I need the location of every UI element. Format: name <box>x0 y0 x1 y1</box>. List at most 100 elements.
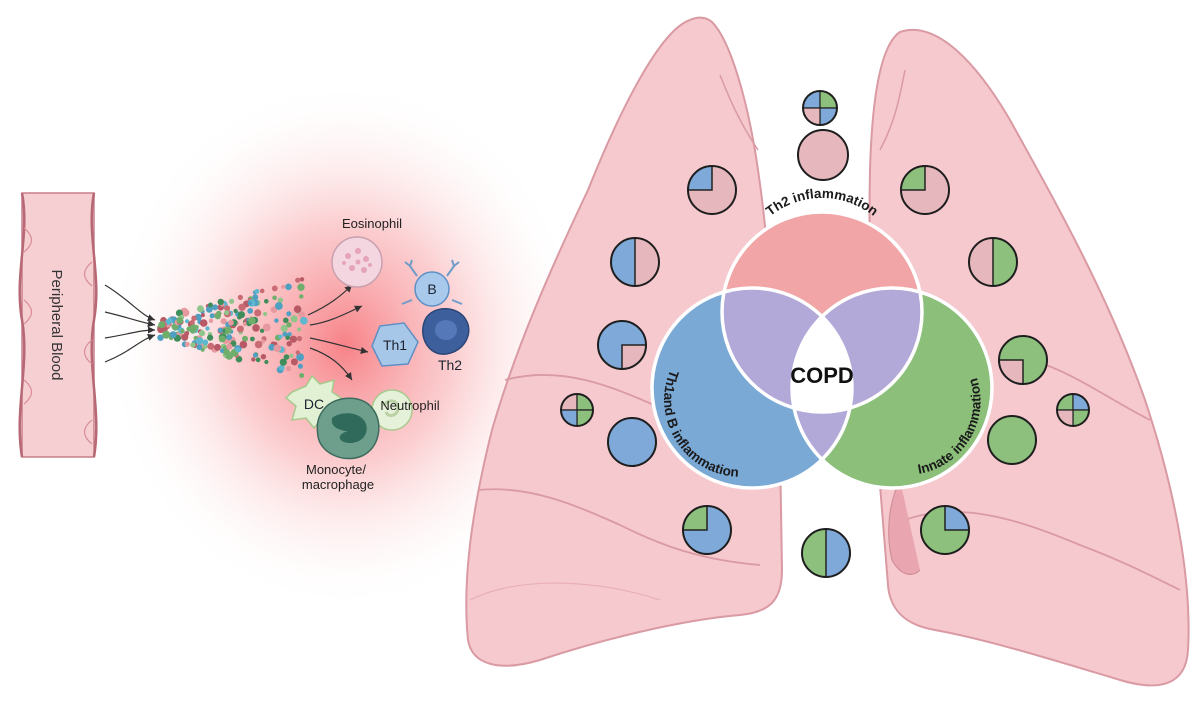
particle <box>285 283 292 291</box>
particle <box>263 311 268 317</box>
particle <box>289 353 294 358</box>
cell-composition-pies <box>560 90 1090 578</box>
composition-pie <box>1056 393 1090 427</box>
particle <box>270 306 278 314</box>
particle <box>272 295 277 301</box>
particle <box>202 339 209 346</box>
particle <box>280 324 288 332</box>
particle <box>286 311 292 317</box>
pie-outline <box>682 505 732 555</box>
pie-fill <box>988 416 1036 464</box>
particle <box>275 302 283 310</box>
composition-pie <box>987 415 1037 465</box>
pie-outline <box>687 165 737 215</box>
particle <box>254 309 262 317</box>
particle <box>290 315 298 323</box>
pie-outline <box>802 90 838 126</box>
particle <box>250 336 255 342</box>
particle <box>299 316 308 325</box>
particle <box>262 323 271 332</box>
particle <box>224 305 231 312</box>
composition-pie <box>682 505 732 555</box>
particle <box>214 343 221 351</box>
particle <box>278 334 283 339</box>
particle <box>252 294 259 301</box>
composition-pie <box>998 335 1048 385</box>
th1-label: Th1 <box>383 337 407 353</box>
circulating-cell-particles <box>157 277 308 378</box>
particle <box>299 373 305 378</box>
pie-outline <box>610 237 660 287</box>
composition-pie <box>968 237 1018 287</box>
particle <box>297 283 305 291</box>
pie-outline <box>797 129 849 181</box>
neutrophil-label: Neutrophil <box>380 398 439 413</box>
particle <box>233 308 238 314</box>
copd-label: COPD <box>790 363 854 388</box>
pie-outline <box>900 165 950 215</box>
particle <box>296 353 304 361</box>
particle <box>297 363 303 369</box>
particle <box>282 331 288 337</box>
particle <box>271 285 278 292</box>
particle <box>218 335 226 343</box>
particle <box>237 294 243 300</box>
pie-outline <box>1056 393 1090 427</box>
particle <box>239 340 248 349</box>
b-cell-label: B <box>427 281 436 297</box>
particle <box>289 335 297 343</box>
particle <box>226 343 233 350</box>
particle <box>283 317 289 324</box>
particle <box>290 358 298 366</box>
pie-half-right <box>826 529 850 577</box>
particles-to-cells-arrows <box>307 284 369 381</box>
particle <box>214 312 221 320</box>
pie-half-right <box>635 238 659 286</box>
particle <box>259 288 265 294</box>
particle <box>207 342 215 350</box>
particle <box>225 326 232 334</box>
th1-cell: Th1 <box>371 322 419 367</box>
particle <box>236 325 244 333</box>
particle <box>205 305 213 313</box>
particle <box>208 302 213 308</box>
particle <box>191 315 197 321</box>
particle <box>248 317 256 325</box>
particle <box>299 277 305 282</box>
pie-outline <box>801 528 851 578</box>
particle <box>260 354 267 360</box>
particle <box>220 318 227 325</box>
particle <box>190 319 195 325</box>
particle <box>283 354 290 360</box>
pie-sector <box>999 360 1023 384</box>
composition-pie <box>920 505 970 555</box>
pie-outline <box>987 415 1037 465</box>
particle <box>242 335 248 342</box>
pie-sector <box>945 506 969 530</box>
particle <box>175 309 183 317</box>
particle <box>184 341 190 347</box>
particle <box>277 297 284 303</box>
composition-pie <box>597 320 647 370</box>
particle <box>238 303 246 311</box>
particle <box>223 349 230 356</box>
particle <box>252 352 258 358</box>
pie-outline <box>920 505 970 555</box>
pie-outline <box>560 393 594 427</box>
particle <box>197 305 204 313</box>
pie-sector <box>901 166 925 190</box>
pie-outline <box>968 237 1018 287</box>
composition-pie <box>687 165 737 215</box>
particle <box>158 321 166 329</box>
particle <box>247 308 254 314</box>
particle <box>285 335 291 341</box>
particle <box>279 364 285 371</box>
particle <box>205 326 210 331</box>
pie-half-left <box>802 529 826 577</box>
th2-cell: Th2 <box>422 308 470 373</box>
particle <box>190 342 196 348</box>
particle <box>169 331 177 339</box>
particle <box>242 321 248 327</box>
particle <box>209 313 215 319</box>
pie-outline <box>998 335 1048 385</box>
